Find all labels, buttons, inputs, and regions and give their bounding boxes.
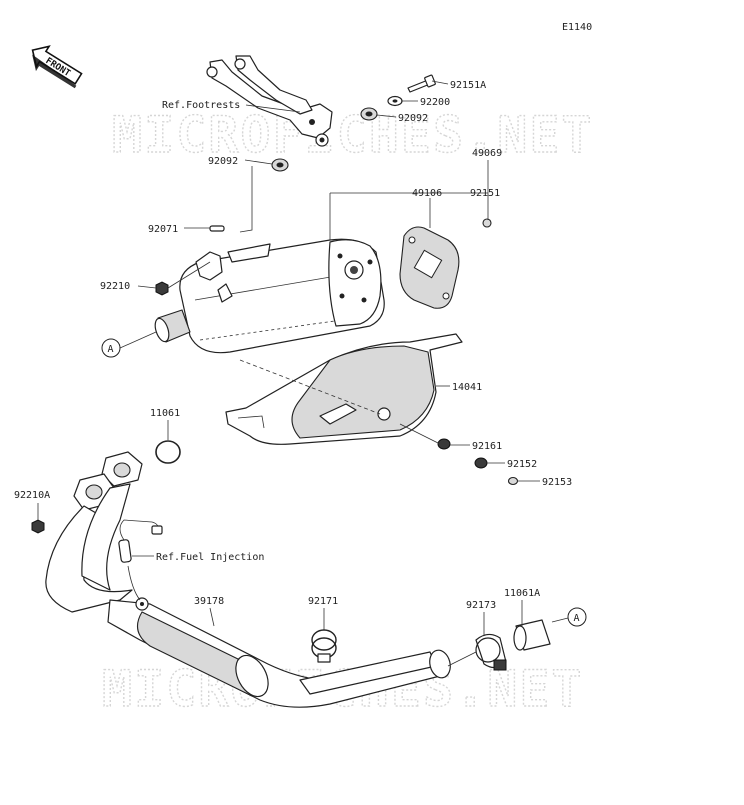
nut-92092-upper <box>360 107 378 121</box>
label-92092-upper: 92092 <box>398 113 428 124</box>
nut-92210A <box>31 519 45 534</box>
label-14041: 14041 <box>452 382 482 393</box>
label-39178: 39178 <box>194 596 224 607</box>
diagram-code: E1140 <box>562 22 592 33</box>
stud-92071 <box>209 225 225 232</box>
part-labels: 92151A 92200 92092 Ref.Footrests 92092 4… <box>14 80 572 611</box>
muffler-assembly <box>154 238 385 354</box>
nut-92210 <box>155 281 169 296</box>
callout-a-upper: A <box>101 338 121 358</box>
screw-92153 <box>507 476 519 486</box>
label-92210: 92210 <box>100 281 130 292</box>
label-ref-fuel-injection: Ref.Fuel Injection <box>156 552 264 563</box>
nut-92152 <box>474 457 488 469</box>
exhaust-header-39178 <box>45 451 451 708</box>
label-92151A: 92151A <box>450 80 486 91</box>
nut-92151 <box>482 218 492 228</box>
label-11061: 11061 <box>150 408 180 419</box>
label-92171: 92171 <box>308 596 338 607</box>
label-92200: 92200 <box>420 97 450 108</box>
label-92071: 92071 <box>148 224 178 235</box>
gasket-49106 <box>399 226 460 309</box>
label-92173: 92173 <box>466 600 496 611</box>
front-arrow-icon: FRONT <box>31 45 83 89</box>
clamp-92171 <box>311 629 337 663</box>
label-92210A: 92210A <box>14 490 50 501</box>
callout-a-lower: A <box>567 607 587 627</box>
washer-92200 <box>387 95 403 107</box>
label-92152: 92152 <box>507 459 537 470</box>
footrest-bracket <box>206 55 333 147</box>
label-49106: 49106 <box>412 188 442 199</box>
label-11061A: 11061A <box>504 588 540 599</box>
label-92153: 92153 <box>542 477 572 488</box>
o2-sensor <box>118 519 163 601</box>
label-49069: 49069 <box>472 148 502 159</box>
label-92161: 92161 <box>472 441 502 452</box>
gasket-11061 <box>155 440 181 464</box>
svg-text:A: A <box>108 344 114 355</box>
label-92151: 92151 <box>470 188 500 199</box>
nut-92161 <box>437 438 451 450</box>
sleeve-11061A <box>513 619 551 651</box>
heat-shield-14041 <box>225 333 463 445</box>
leader-lines <box>37 80 569 667</box>
label-ref-footrests: Ref.Footrests <box>162 100 240 111</box>
label-92092-lower: 92092 <box>208 156 238 167</box>
bolt-92151A <box>407 74 436 93</box>
nut-92092-lower <box>271 158 289 172</box>
watermark-top: MICROFICHES.NET <box>112 106 594 164</box>
svg-text:A: A <box>574 613 580 624</box>
